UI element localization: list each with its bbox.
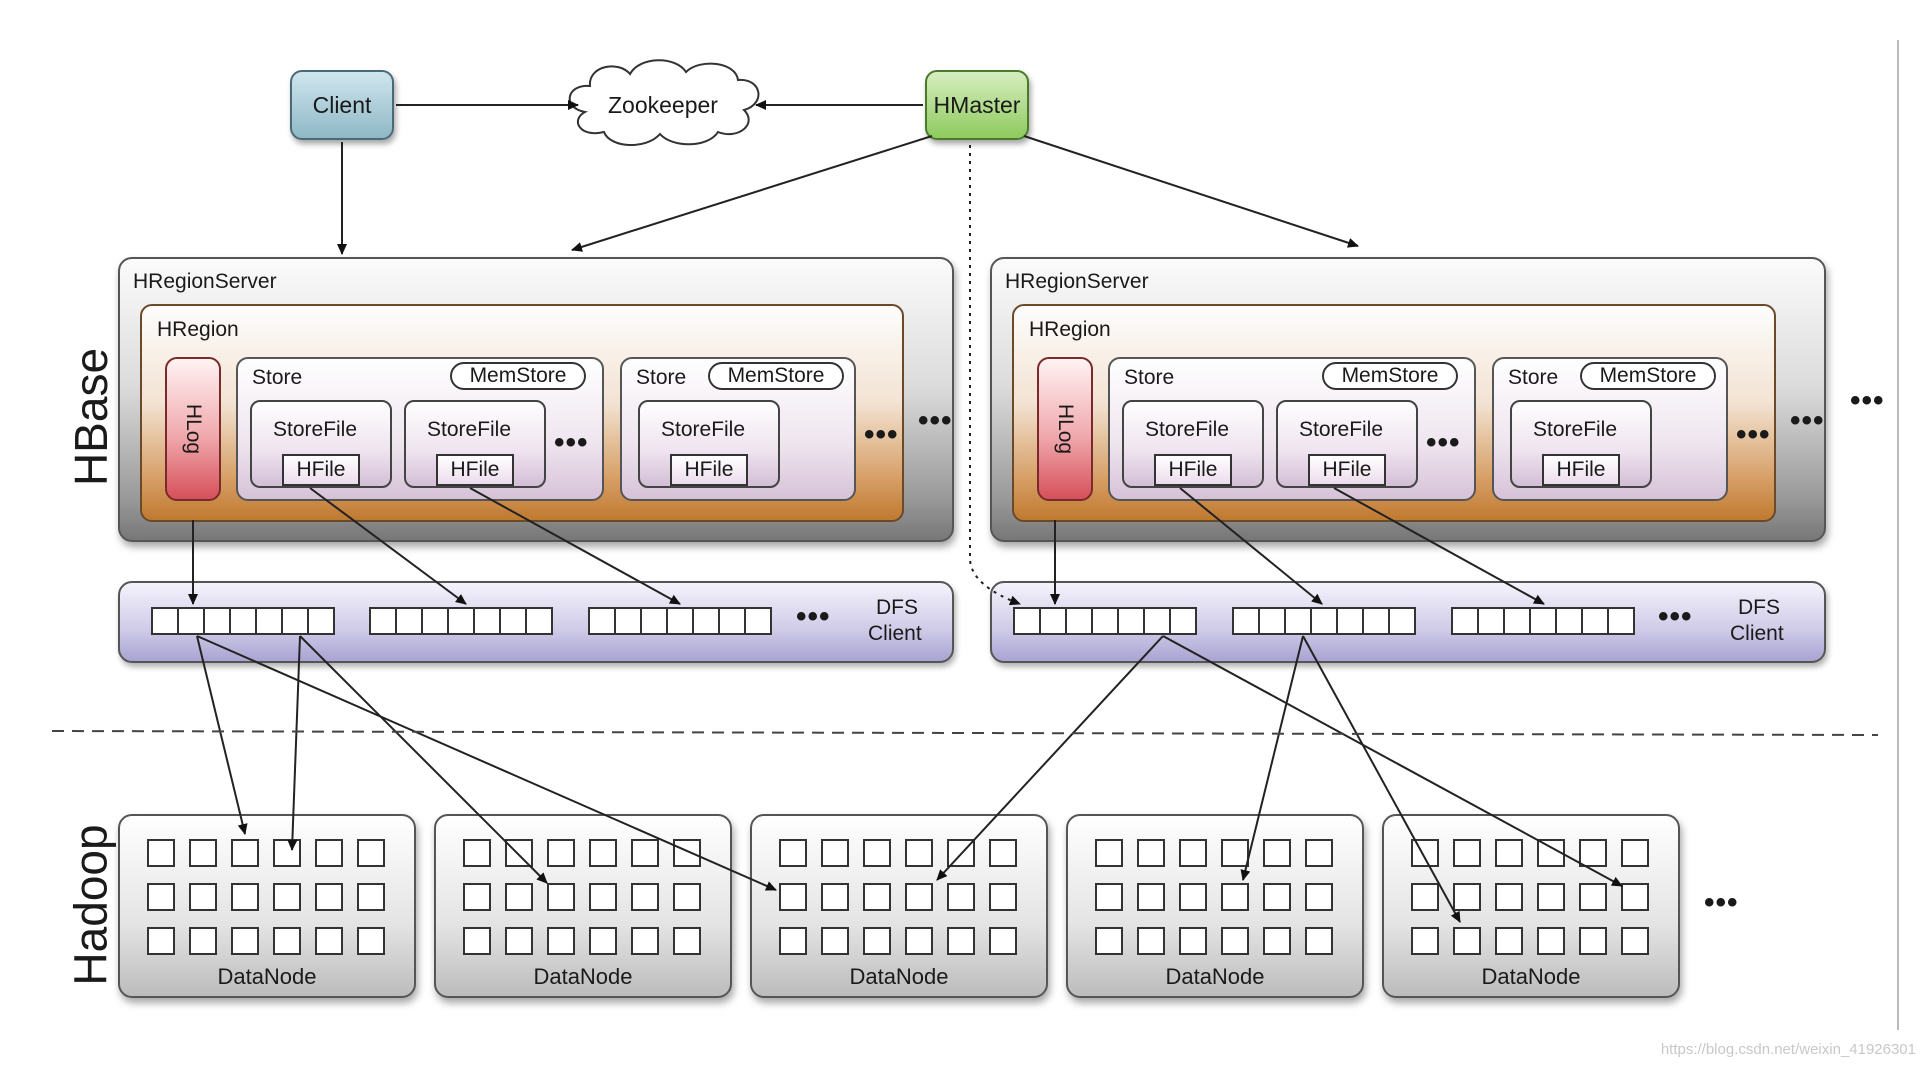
ellipsis-left-regions: ••• <box>918 404 953 437</box>
memstore-left-1-label: MemStore <box>469 364 567 387</box>
storefile-right-1b-label: StoreFile <box>1299 418 1384 441</box>
hlog-left-label: HLog <box>182 403 205 455</box>
client-node: Client <box>290 70 394 140</box>
dfs-client-right-label-1: DFS <box>1738 596 1780 619</box>
memstore-right-1-label: MemStore <box>1341 364 1439 387</box>
watermark: https://blog.csdn.net/weixin_41926301 <box>1660 1041 1916 1058</box>
store-left-2-label: Store <box>636 366 687 389</box>
datanode-1-blocks <box>147 839 385 955</box>
hlog-left: HLog <box>165 357 221 501</box>
hfile-right-2a: HFile <box>1542 454 1620 486</box>
datanode-4: DataNode <box>1066 814 1364 998</box>
edge-hmaster-regionserver-left <box>571 135 933 252</box>
hmaster-node: HMaster <box>925 70 1029 140</box>
edge-hmaster-regionserver-right <box>1023 135 1359 248</box>
datanode-2-label: DataNode <box>533 964 633 989</box>
ellipsis-left-storefiles: ••• <box>554 426 589 459</box>
store-left-1-label: Store <box>252 366 303 389</box>
hfile-left-1b-label: HFile <box>450 458 500 481</box>
datanode-1-label: DataNode <box>217 964 317 989</box>
hlog-right: HLog <box>1037 357 1093 501</box>
datanode-2-blocks <box>463 839 701 955</box>
zookeeper-label: Zookeeper <box>608 92 718 118</box>
layer-label-hbase: HBase <box>65 347 118 487</box>
memstore-left-2-label: MemStore <box>727 364 825 387</box>
store-right-1-label: Store <box>1124 366 1175 389</box>
hfile-left-2a-label: HFile <box>684 458 734 481</box>
datanode-5-label: DataNode <box>1481 964 1581 989</box>
client-label: Client <box>312 91 372 118</box>
hfile-right-1b: HFile <box>1308 454 1386 486</box>
hfile-left-1a-label: HFile <box>296 458 346 481</box>
dfs-blocks-left-2 <box>369 607 553 635</box>
storefile-right-2a-label: StoreFile <box>1533 418 1618 441</box>
hfile-right-2a-label: HFile <box>1556 458 1606 481</box>
ellipsis-right-storefiles: ••• <box>1426 426 1461 459</box>
hregion-right-label: HRegion <box>1029 318 1111 341</box>
memstore-right-1: MemStore <box>1322 362 1458 390</box>
hfile-right-1a-label: HFile <box>1168 458 1218 481</box>
hmaster-label: HMaster <box>933 91 1021 118</box>
dfs-client-left-label-2: Client <box>868 622 922 645</box>
dfs-client-right-label-2: Client <box>1730 622 1784 645</box>
storefile-left-2a-label: StoreFile <box>661 418 746 441</box>
hregion-left-label: HRegion <box>157 318 239 341</box>
hfile-right-1b-label: HFile <box>1322 458 1372 481</box>
edge-dfs-left-dn1-a <box>196 635 248 835</box>
datanode-5: DataNode <box>1382 814 1680 998</box>
memstore-right-2-label: MemStore <box>1599 364 1697 387</box>
hfile-left-1b: HFile <box>436 454 514 486</box>
ellipsis-more-datanodes: ••• <box>1704 886 1739 919</box>
storefile-left-1a-label: StoreFile <box>273 418 358 441</box>
datanode-4-label: DataNode <box>1165 964 1265 989</box>
memstore-left-1: MemStore <box>450 362 586 390</box>
dfs-blocks-left-3 <box>588 607 772 635</box>
hfile-right-1a: HFile <box>1154 454 1232 486</box>
dfs-blocks-right-3 <box>1451 607 1635 635</box>
datanode-5-blocks <box>1411 839 1649 955</box>
datanode-1: DataNode <box>118 814 416 998</box>
layer-separator <box>51 730 1879 736</box>
storefile-left-1b-label: StoreFile <box>427 418 512 441</box>
dfs-blocks-right-2 <box>1232 607 1416 635</box>
datanode-2: DataNode <box>434 814 732 998</box>
hfile-left-1a: HFile <box>282 454 360 486</box>
hregionserver-right-label: HRegionServer <box>1005 270 1149 293</box>
ellipsis-dfs-left: ••• <box>796 600 831 633</box>
datanode-4-blocks <box>1095 839 1333 955</box>
datanode-3-label: DataNode <box>849 964 949 989</box>
datanode-3-blocks <box>779 839 1017 955</box>
dfs-blocks-left-1 <box>151 607 335 635</box>
dfs-client-left-label-1: DFS <box>876 596 918 619</box>
hlog-right-label: HLog <box>1054 403 1077 455</box>
hregionserver-left-label: HRegionServer <box>133 270 277 293</box>
layer-label-hadoop: Hadoop <box>64 824 117 986</box>
ellipsis-more-regionservers: ••• <box>1850 384 1885 417</box>
ellipsis-dfs-right: ••• <box>1658 600 1693 633</box>
memstore-left-2: MemStore <box>708 362 844 390</box>
memstore-right-2: MemStore <box>1580 362 1716 390</box>
datanode-3: DataNode <box>750 814 1048 998</box>
storefile-right-1a-label: StoreFile <box>1145 418 1230 441</box>
store-right-2-label: Store <box>1508 366 1559 389</box>
ellipsis-right-stores: ••• <box>1736 418 1771 451</box>
ellipsis-right-regions: ••• <box>1790 404 1825 437</box>
hfile-left-2a: HFile <box>670 454 748 486</box>
ellipsis-left-stores: ••• <box>864 418 899 451</box>
dfs-blocks-right-1 <box>1013 607 1197 635</box>
